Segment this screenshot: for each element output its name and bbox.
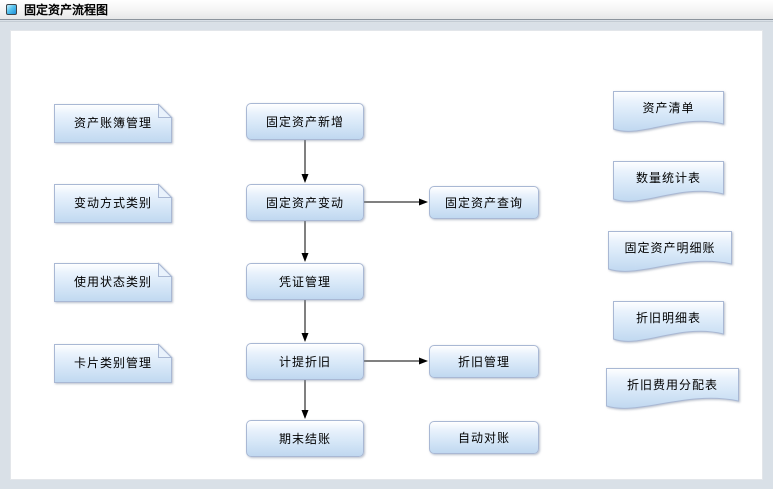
window-titlebar: 固定资产流程图 <box>0 0 773 20</box>
window-title: 固定资产流程图 <box>24 2 109 17</box>
node-label: 数量统计表 <box>635 171 701 185</box>
document-shape <box>613 91 724 132</box>
report-asset-detail-ledger[interactable]: 固定资产明细账 <box>608 231 732 276</box>
node-label: 固定资产新增 <box>265 115 344 129</box>
node-label: 期末结账 <box>278 432 331 446</box>
report-quantity-stats[interactable]: 数量统计表 <box>613 161 724 206</box>
node-label: 固定资产变动 <box>265 196 344 210</box>
note-shape <box>54 103 173 143</box>
node-label: 固定资产查询 <box>444 196 523 210</box>
node-period-end-close[interactable]: 期末结账 <box>246 420 364 457</box>
node-label: 凭证管理 <box>278 275 331 289</box>
node-auto-reconcile[interactable]: 自动对账 <box>429 421 539 454</box>
node-change-type-category[interactable]: 变动方式类别 <box>54 183 173 223</box>
titlebar-divider <box>0 21 773 23</box>
node-label: 折旧费用分配表 <box>626 378 718 392</box>
node-depreciation-calc[interactable]: 计提折旧 <box>246 343 364 380</box>
document-shape <box>606 368 739 409</box>
node-asset-query[interactable]: 固定资产查询 <box>429 186 539 219</box>
report-asset-list[interactable]: 资产清单 <box>613 91 724 136</box>
node-label: 计提折旧 <box>278 355 331 369</box>
node-asset-new[interactable]: 固定资产新增 <box>246 103 364 140</box>
app-icon <box>6 4 17 15</box>
node-label: 自动对账 <box>457 431 510 445</box>
node-label: 资产清单 <box>642 101 695 115</box>
node-label: 变动方式类别 <box>73 196 152 210</box>
node-label: 资产账簿管理 <box>73 116 152 130</box>
report-depreciation-allocation[interactable]: 折旧费用分配表 <box>606 368 739 413</box>
node-label: 折旧管理 <box>457 355 510 369</box>
node-label: 固定资产明细账 <box>624 241 716 255</box>
node-label: 使用状态类别 <box>73 275 152 289</box>
report-depreciation-detail[interactable]: 折旧明细表 <box>613 301 724 346</box>
node-usage-status-category[interactable]: 使用状态类别 <box>54 262 173 302</box>
document-shape <box>613 301 724 342</box>
flow-canvas: 资产账簿管理 变动方式类别 使用状态类别 卡片类别管理 固定资产新增 固定资产变… <box>10 30 763 480</box>
node-card-category-mgmt[interactable]: 卡片类别管理 <box>54 343 173 383</box>
document-shape <box>613 161 724 202</box>
node-depreciation-mgmt[interactable]: 折旧管理 <box>429 345 539 378</box>
node-asset-change[interactable]: 固定资产变动 <box>246 184 364 221</box>
node-label: 折旧明细表 <box>635 311 701 325</box>
document-shape <box>608 231 732 272</box>
node-voucher-mgmt[interactable]: 凭证管理 <box>246 263 364 300</box>
node-label: 卡片类别管理 <box>73 356 152 370</box>
note-shape <box>54 183 173 223</box>
note-shape <box>54 262 173 302</box>
note-shape <box>54 343 173 383</box>
node-asset-ledger-mgmt[interactable]: 资产账簿管理 <box>54 103 173 143</box>
